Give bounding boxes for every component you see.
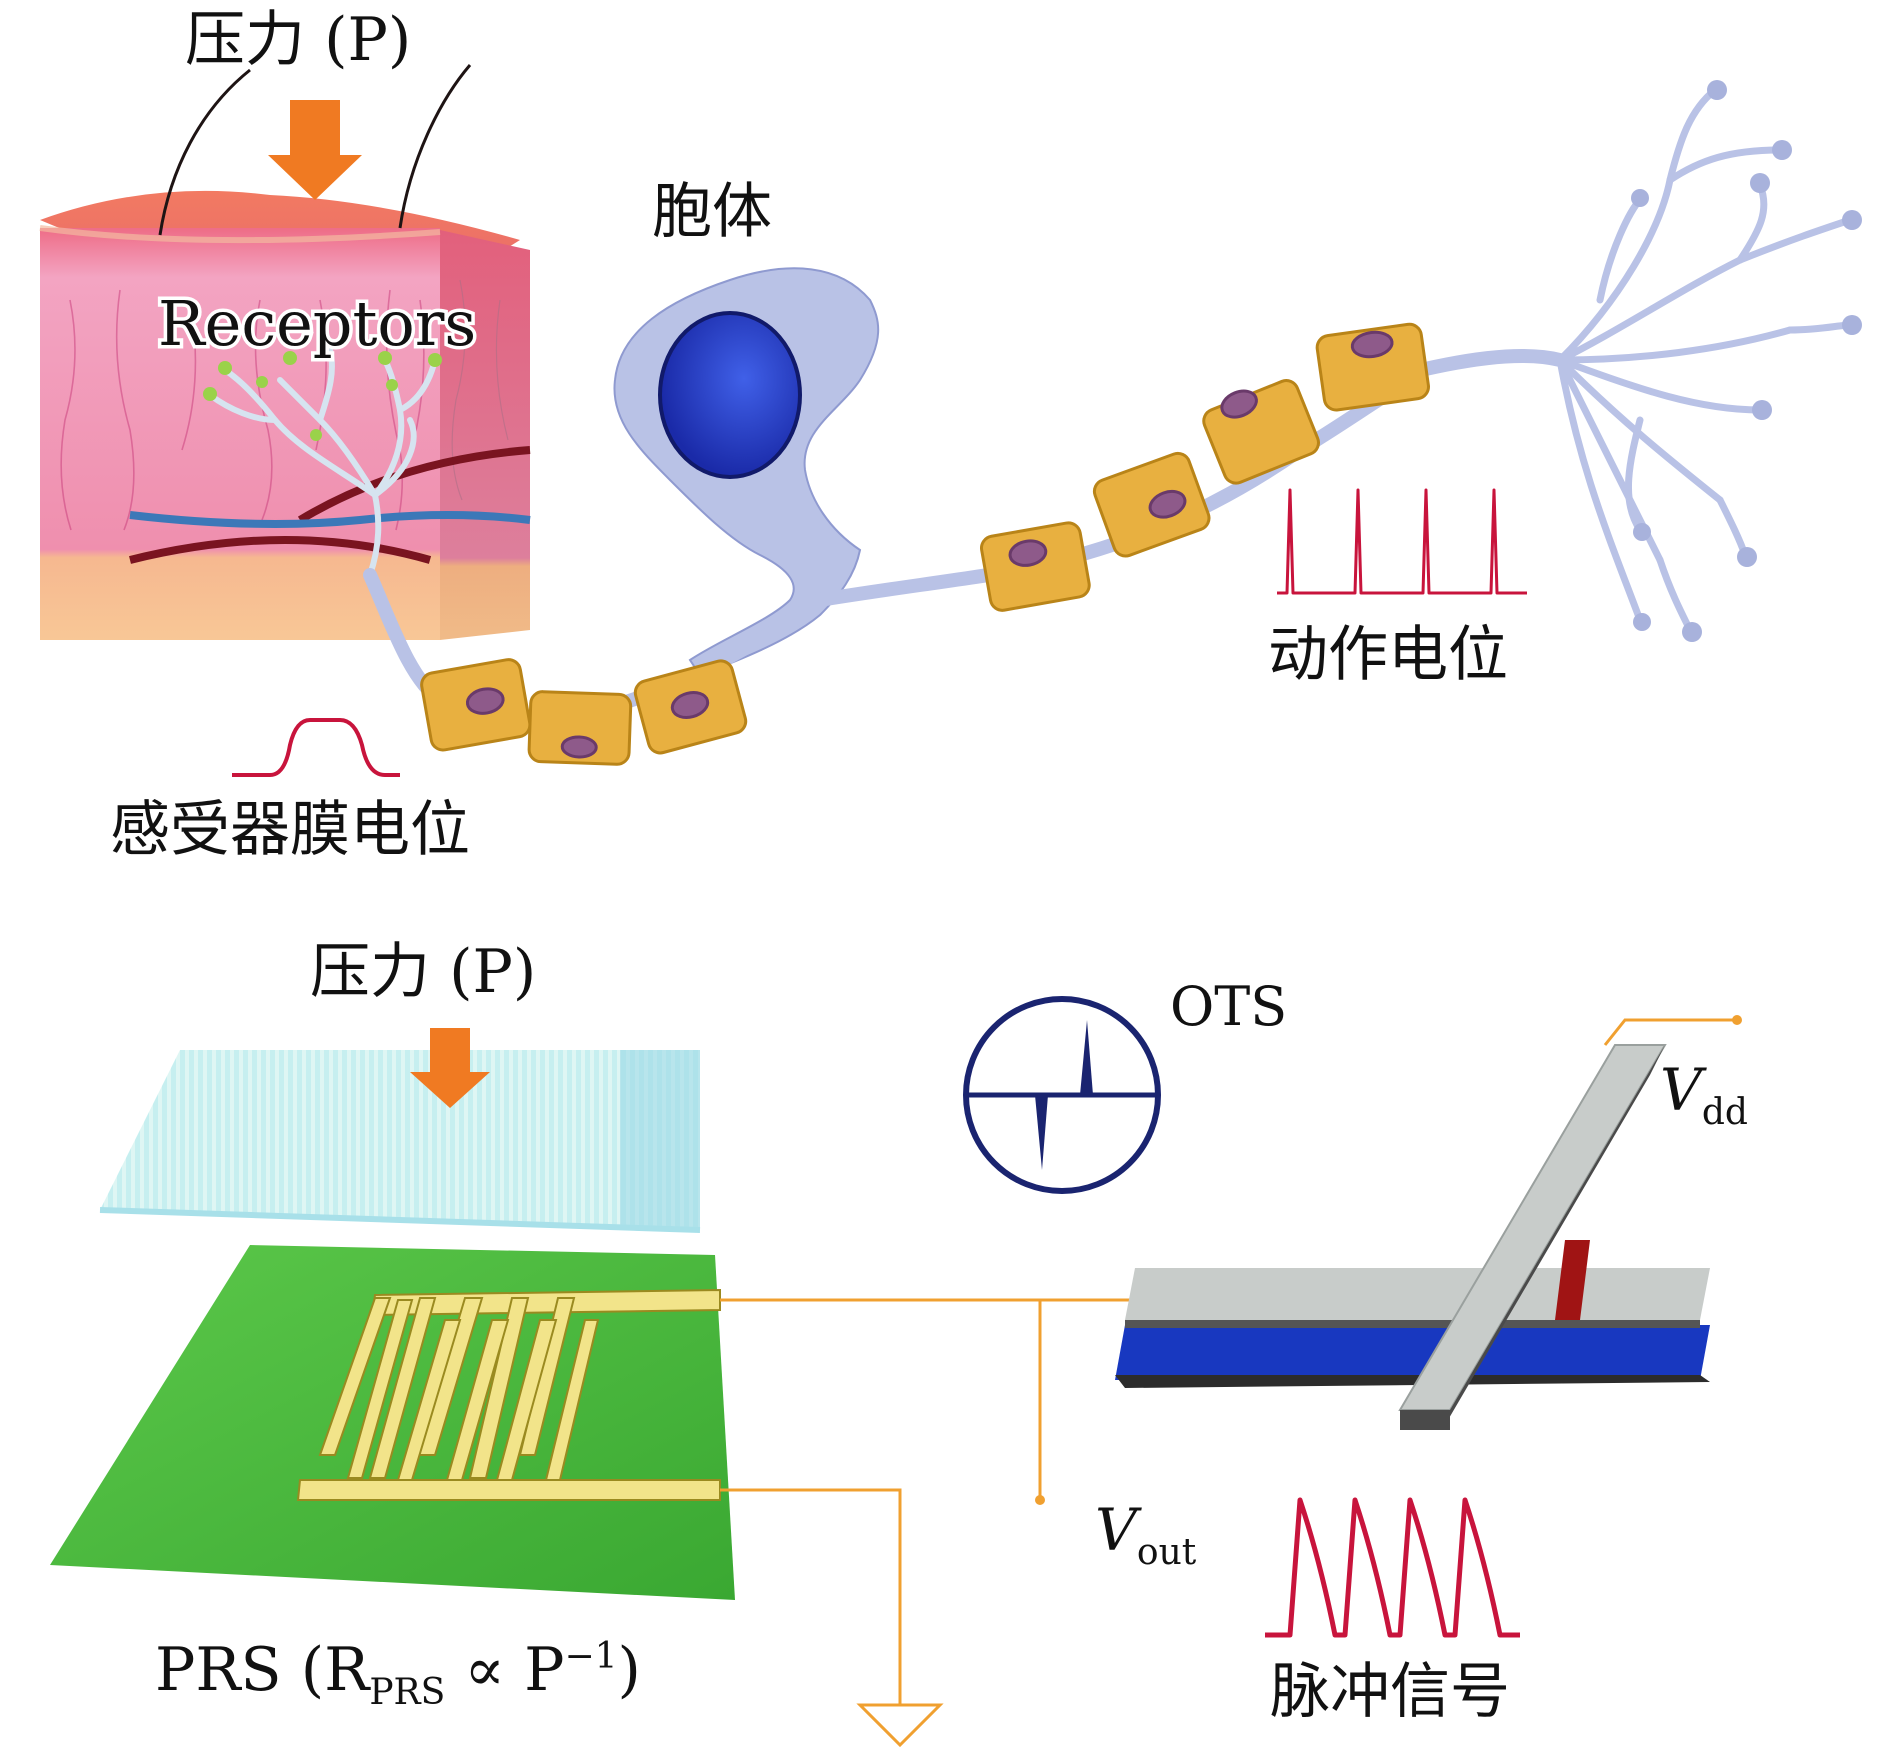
- receptor-potential-waveform: [232, 718, 400, 777]
- pressure-label-top: 压力 (P): [185, 5, 411, 75]
- pulse-signal-waveform: [1265, 1497, 1520, 1638]
- vout-node: [1035, 1495, 1045, 1505]
- receptor-tips: [203, 351, 442, 441]
- myelin-sheath-cells: [420, 322, 1430, 766]
- ground-symbol: [856, 1703, 944, 1748]
- action-potential-label: 动作电位: [1268, 620, 1508, 690]
- interdigitated-electrode: [296, 1288, 721, 1501]
- microstructured-film: [99, 1050, 701, 1233]
- axon-terminals: [1556, 86, 1854, 634]
- pressure-arrow-bottom: [410, 1028, 490, 1108]
- ots-device: [1115, 1044, 1710, 1430]
- skin-block: [39, 190, 531, 640]
- ots-label: OTS: [1170, 975, 1287, 1038]
- prs-label: PRS (RPRS ∝ P−1): [155, 1635, 641, 1713]
- pulse-signal-label: 脉冲信号: [1270, 1657, 1510, 1727]
- terminal-buttons: [1631, 80, 1862, 642]
- receptors-label: Receptors: [158, 287, 476, 360]
- hair-strands: [158, 64, 472, 236]
- pressure-arrow-top: [268, 100, 362, 200]
- pressure-label-bottom: 压力 (P): [310, 937, 536, 1007]
- receptor-potential-label: 感受器膜电位: [110, 795, 470, 865]
- circuit-wires: [720, 1018, 1735, 1705]
- vdd-node: [1732, 1015, 1742, 1025]
- ots-symbol: [963, 996, 1161, 1194]
- vdd-label: Vdd: [1660, 1056, 1748, 1133]
- receptor-nerve-endings: [207, 347, 438, 578]
- neuron-cell-body: [613, 267, 880, 677]
- soma-label: 胞体: [652, 177, 772, 247]
- action-potential-waveform: [1277, 488, 1527, 595]
- vout-label: Vout: [1095, 1496, 1197, 1573]
